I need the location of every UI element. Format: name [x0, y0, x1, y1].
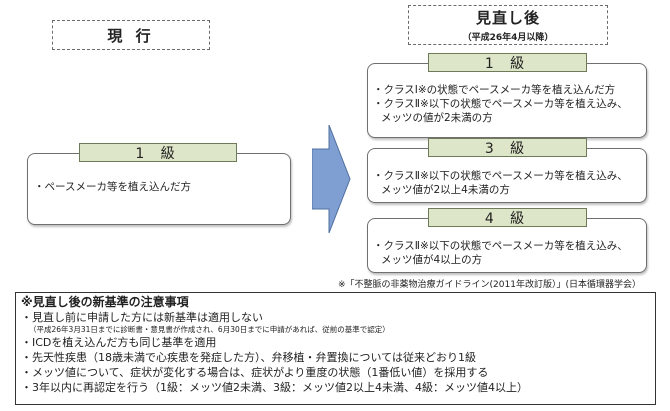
- revised-grade-3-label: 3 級: [428, 138, 587, 157]
- revised-grade-4-text: ・クラスⅡ※以下の状態でペースメーカ等を植え込み、 メッツ値が4以上の方: [373, 240, 628, 266]
- notes-line-3: ・先天性疾患（18歳未満で心疾患を発症した方）、弁移植・弁置換については従来どお…: [21, 351, 476, 364]
- notes-box: ※見直し後の新基準の注意事項 ・見直し前に申請した方には新基準は適用しない （平…: [15, 292, 656, 405]
- current-header-label: 現 行: [107, 26, 155, 45]
- current-header: 現 行: [52, 20, 210, 50]
- notes-line-1-detail: （平成26年3月31日までに診断書・意見書が作成され、6月30日までに申請があれ…: [29, 325, 390, 334]
- revised-grade-1-box: [367, 63, 647, 138]
- current-grade-label: 1 級: [79, 143, 237, 162]
- revised-grade-3-box: [367, 148, 647, 203]
- revised-grade-1-text: ・クラスⅠ※の状態でペースメーカ等を植え込んだ方 ・クラスⅡ※以下の状態でペース…: [373, 84, 628, 124]
- notes-line-1: ・見直し前に申請した方には新基準は適用しない: [21, 311, 263, 324]
- revised-grade-4-label: 4 級: [428, 208, 587, 227]
- revised-grade-1-label: 1 級: [428, 53, 587, 72]
- revised-subheader: （平成26年4月以降）: [462, 33, 554, 43]
- notes-line-5: ・3年以内に再認定を行う（1級：メッツ値2未満、3級：メッツ値2以上4未満、4級…: [21, 381, 528, 394]
- revised-grade-4-box: [367, 218, 647, 273]
- notes-title: ※見直し後の新基準の注意事項: [21, 295, 189, 309]
- revised-header-label: 見直し後: [475, 9, 540, 27]
- footnote: ※「不整脈の非薬物治療ガイドライン(2011年改訂版）」(日本循環器学会）: [338, 280, 641, 290]
- revised-header: 見直し後 （平成26年4月以降）: [408, 5, 608, 45]
- current-grade-text: ・ペースメーカ等を植え込んだ方: [34, 181, 191, 193]
- revised-grade-3-text: ・クラスⅡ※以下の状態でペースメーカ等を植え込み、 メッツ値が2以上4未満の方: [373, 170, 628, 196]
- notes-line-2: ・ICDを植え込んだ方も同じ基準を適用: [21, 336, 217, 349]
- notes-line-4: ・メッツ値について、症状が変化する場合は、症状がより重度の状態（1番低い値）を採…: [21, 366, 489, 379]
- right-arrow-icon: [312, 125, 351, 233]
